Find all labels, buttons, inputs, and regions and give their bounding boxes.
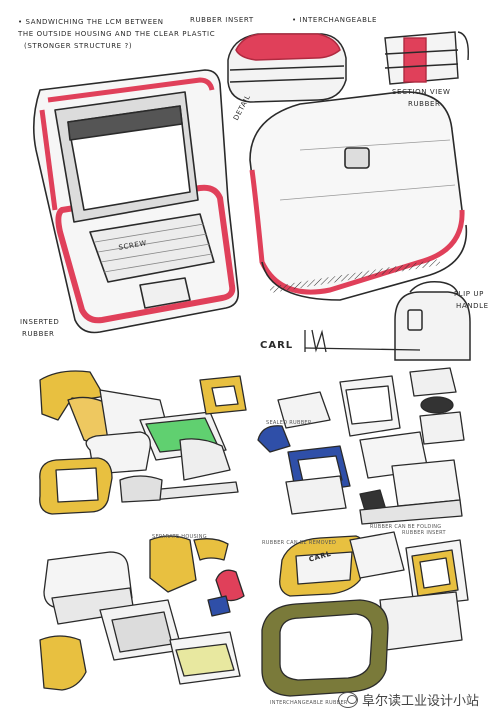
yellow-concepts — [39, 370, 247, 515]
note-inserted-2: RUBBER — [22, 330, 55, 338]
section-view-sketch — [384, 31, 469, 85]
note-inserted-1: INSERTED — [20, 318, 60, 326]
note-panel3-2: RUBBER CAN BE FOLDING — [370, 524, 442, 530]
note-sandwich-2: THE OUTSIDE HOUSING AND THE CLEAR PLASTI… — [18, 30, 216, 38]
flip-handle-sketch — [394, 280, 471, 361]
note-sandwich-3: (STRONGER STRUCTURE ?) — [24, 42, 133, 50]
note-panel3-1: SEALED RUBBER — [266, 420, 312, 426]
note-flip-up-2: HANDLE — [456, 302, 489, 310]
note-panel4-1: RUBBER CAN BE REMOVED — [262, 540, 337, 546]
wechat-icon — [338, 691, 358, 708]
note-panel4-2: RUBBER INSERT — [402, 530, 446, 536]
blue-concepts — [257, 367, 465, 525]
watermark: 阜尔读工业设计小站 — [338, 690, 479, 709]
closed-case-sketch — [249, 91, 468, 301]
signature-mark — [304, 329, 421, 353]
note-panel2: SEPARATE HOUSING — [152, 534, 207, 540]
open-case-sketch — [32, 69, 240, 334]
note-flip-up-1: FLIP UP — [454, 290, 484, 298]
note-rubber: RUBBER — [408, 100, 441, 108]
note-interchangeable: • INTERCHANGEABLE — [292, 16, 378, 24]
note-sandwich-1: • SANDWICHING THE LCM BETWEEN — [18, 18, 164, 26]
note-section-view: SECTION VIEW — [392, 88, 451, 96]
rubber-insert-sketch — [227, 33, 347, 103]
note-panel4-3: INTERCHANGEABLE RUBBER — [270, 700, 348, 706]
watermark-text: 阜尔读工业设计小站 — [362, 694, 480, 709]
note-rubber-insert: RUBBER INSERT — [190, 16, 254, 24]
olive-concepts — [261, 531, 469, 697]
note-carl: CARL — [260, 340, 294, 351]
red-yellow-concepts — [39, 535, 245, 691]
